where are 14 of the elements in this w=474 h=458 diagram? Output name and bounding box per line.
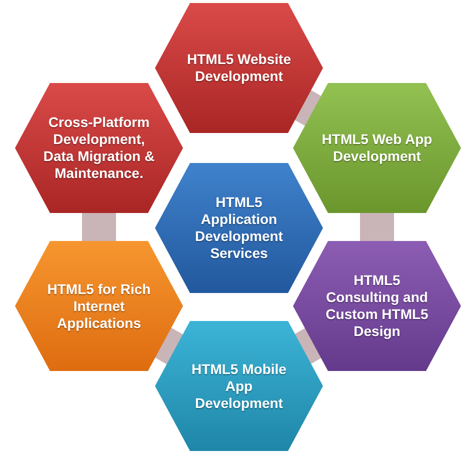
hexagon (15, 83, 183, 213)
hexagon-label: HTML5 for Rich Internet Applications (46, 280, 152, 332)
hexagon-label: HTML5 Application Development Services (194, 194, 284, 262)
hexagon-label: HTML5 Consulting and Custom HTML5 Design (324, 272, 430, 340)
hexagon-label: HTML5 Web App Development (320, 131, 434, 165)
hexagon (15, 241, 183, 371)
hexagon-label: HTML5 Mobile App Development (190, 360, 288, 412)
hexagon (155, 3, 323, 133)
hexagon (293, 241, 461, 371)
hexagon (155, 163, 323, 293)
hexagon-label: Cross-Platform Development, Data Migration & Maintenance. (42, 114, 156, 182)
hexagon (155, 321, 323, 451)
hexagon-label: HTML5 Website Development (186, 51, 292, 85)
hexagon (293, 83, 461, 213)
